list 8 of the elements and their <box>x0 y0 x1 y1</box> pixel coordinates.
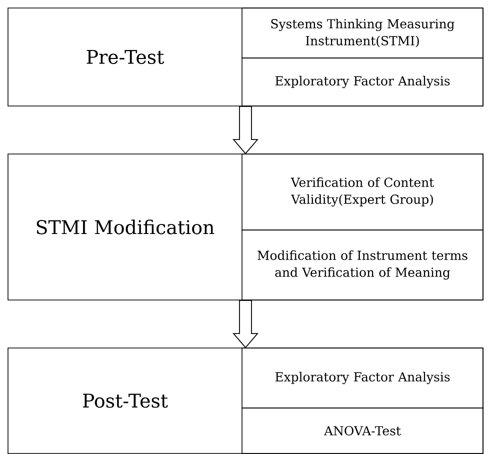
step-cell: Verification of Content Validity(Expert Group) <box>242 154 484 230</box>
step-cell: Exploratory Factor Analysis <box>242 348 484 408</box>
block-arrow <box>232 106 258 154</box>
step-cell: ANOVA-Test <box>242 408 484 454</box>
step-cell: Systems Thinking Measuring Instrument(STMI) <box>242 8 484 58</box>
step-cell: Exploratory Factor Analysis <box>242 58 484 106</box>
block-arrow <box>232 300 258 348</box>
step-cell: Modification of Instrument terms and Verification of Meaning <box>242 230 484 300</box>
